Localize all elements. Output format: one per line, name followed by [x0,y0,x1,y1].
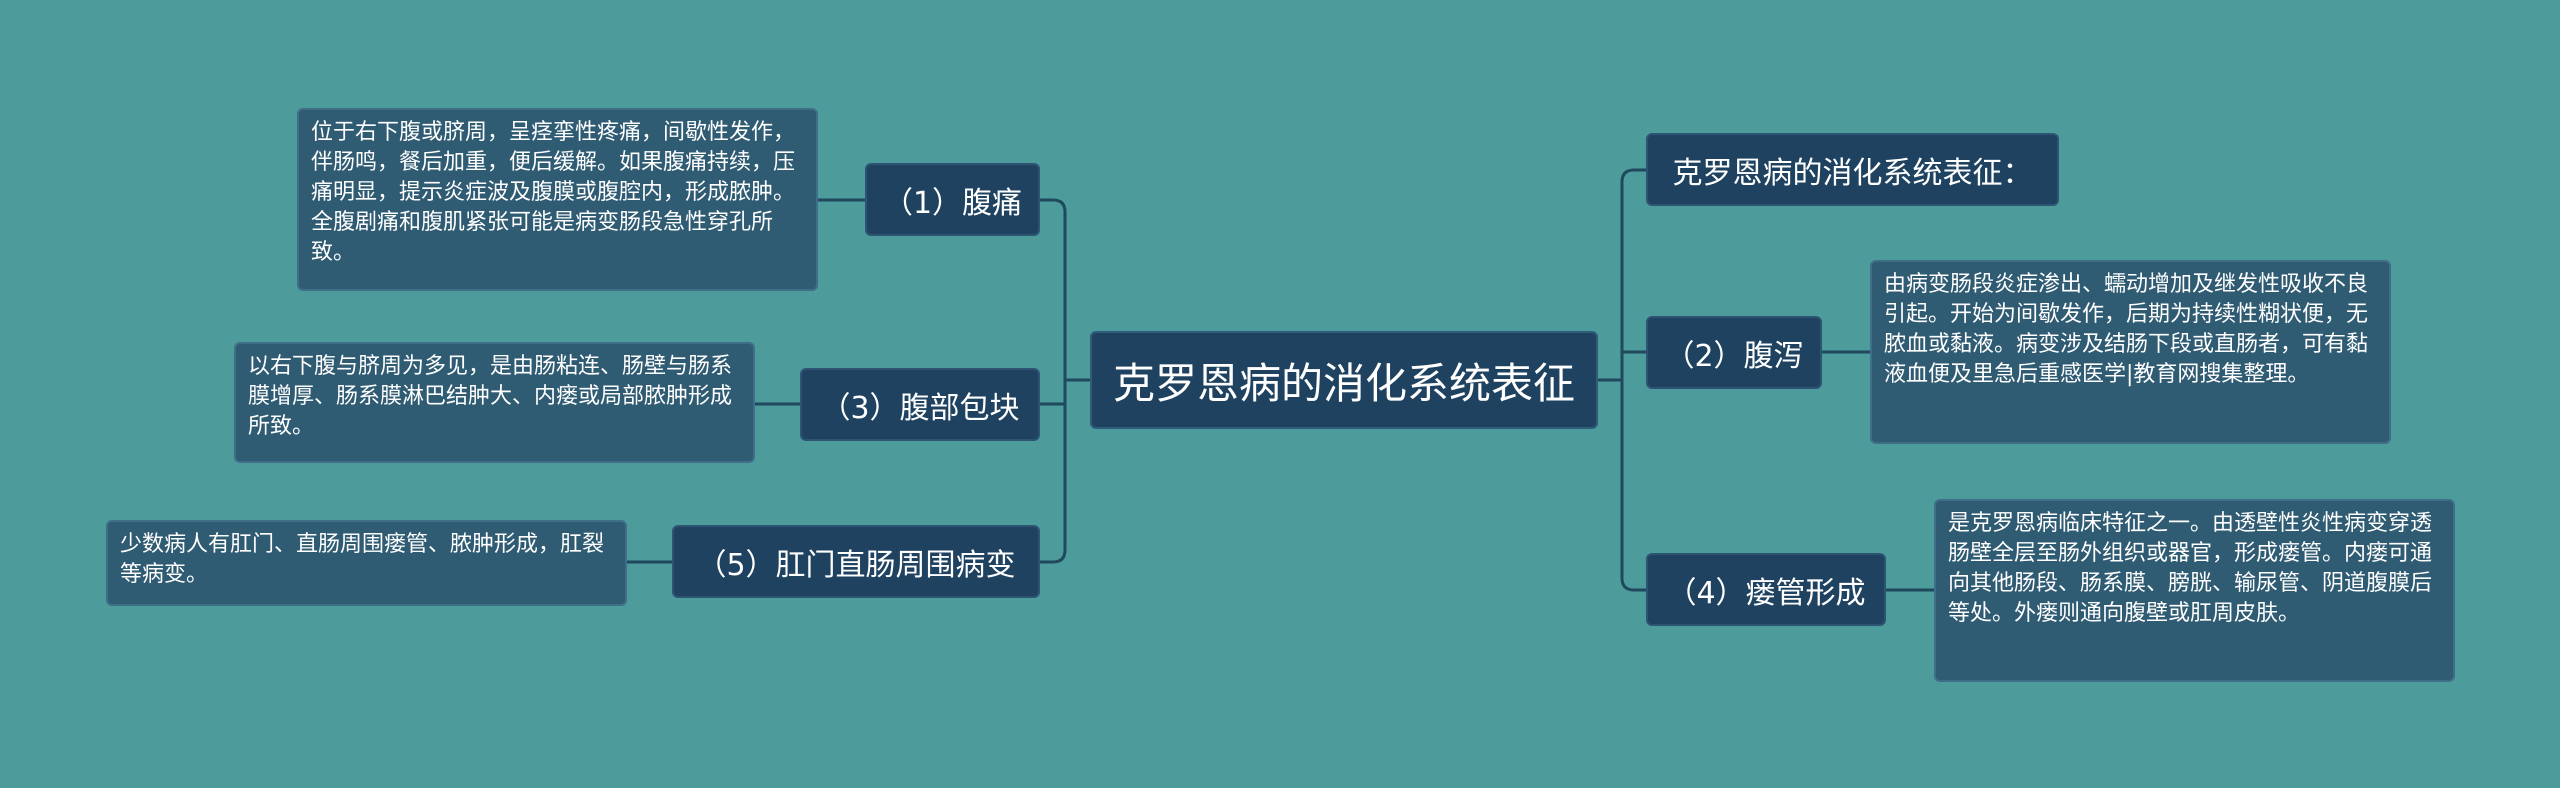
branch-abdominal-mass[interactable]: （3）腹部包块 [800,368,1040,441]
leaf-abdominal-pain-detail[interactable]: 位于右下腹或脐周，呈痉挛性疼痛，间歇性发作，伴肠鸣，餐后加重，便后缓解。如果腹痛… [297,108,818,291]
branch-diarrhea[interactable]: （2）腹泻 [1646,316,1822,389]
branch-overview[interactable]: 克罗恩病的消化系统表征： [1646,133,2059,206]
leaf-abdominal-mass-detail[interactable]: 以右下腹与脐周为多见，是由肠粘连、肠壁与肠系膜增厚、肠系膜淋巴结肿大、内瘘或局部… [234,342,755,463]
leaf-perianal-lesions-detail[interactable]: 少数病人有肛门、直肠周围瘘管、脓肿形成，肛裂等病变。 [106,520,627,606]
leaf-diarrhea-detail[interactable]: 由病变肠段炎症渗出、蠕动增加及继发性吸收不良引起。开始为间歇发作，后期为持续性糊… [1870,260,2391,444]
branch-fistula[interactable]: （4）瘘管形成 [1646,553,1886,626]
branch-abdominal-pain[interactable]: （1）腹痛 [865,163,1040,236]
leaf-fistula-detail[interactable]: 是克罗恩病临床特征之一。由透壁性炎性病变穿透肠壁全层至肠外组织或器官，形成瘘管。… [1934,499,2455,682]
branch-perianal-lesions[interactable]: （5）肛门直肠周围病变 [672,525,1040,598]
root-topic[interactable]: 克罗恩病的消化系统表征 [1090,331,1598,429]
